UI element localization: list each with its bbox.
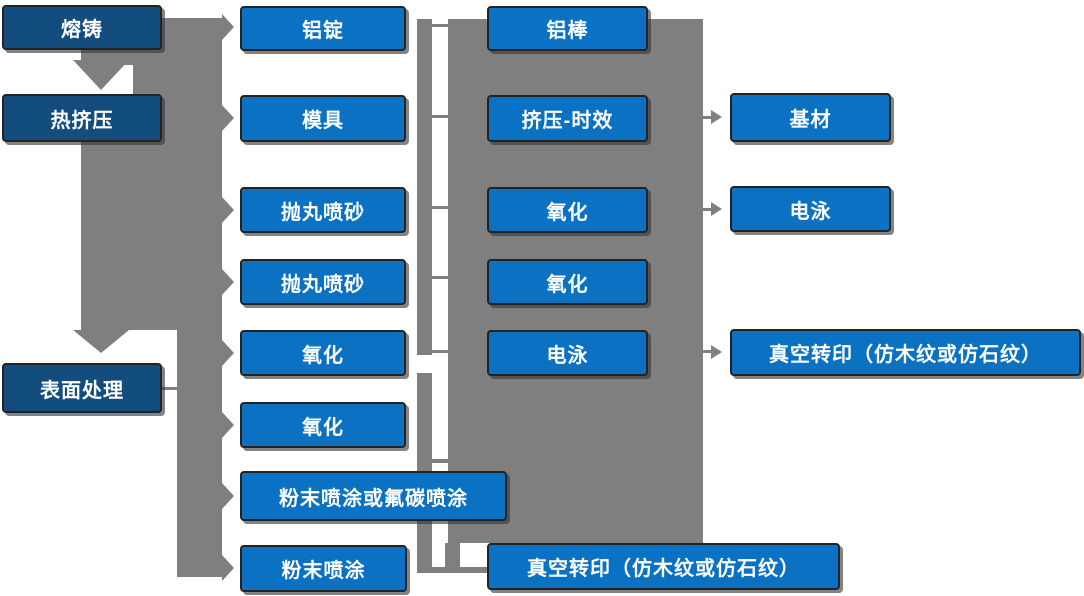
- connector-merge-bar-upper: [417, 19, 432, 355]
- node-aluminum-ingot: 铝锭: [240, 6, 406, 51]
- connector-thin-shaft: [703, 208, 712, 211]
- arrow-right-icon: [222, 340, 234, 366]
- arrow-right-icon: [222, 555, 234, 581]
- arrow-right-icon: [222, 412, 234, 438]
- node-shot-blasting-2: 抛丸喷砂: [240, 259, 406, 305]
- node-melting-casting: 熔铸: [2, 5, 162, 50]
- node-electrophoresis-2: 电泳: [730, 186, 891, 232]
- node-oxidation-2: 氧化: [240, 402, 406, 448]
- connector-trunk-link: [133, 62, 222, 98]
- connector-stub: [432, 115, 448, 118]
- connector-thin-shaft: [703, 116, 712, 119]
- connector-stub: [432, 459, 448, 463]
- node-vacuum-transfer-right: 真空转印（仿木纹或仿石纹）: [730, 329, 1081, 376]
- arrow-right-icon: [222, 105, 234, 131]
- connector-stub: [432, 206, 448, 209]
- connector-below-block: [445, 543, 460, 573]
- node-shot-blasting-1: 抛丸喷砂: [240, 187, 406, 233]
- arrow-right-icon: [222, 14, 234, 40]
- arrow-right-icon: [222, 197, 234, 223]
- arrow-down-icon: [73, 60, 129, 90]
- connector-stub: [432, 276, 448, 279]
- node-extrusion-aging: 挤压-时效: [487, 95, 648, 142]
- node-oxidation-3: 氧化: [487, 187, 648, 233]
- node-oxidation-1: 氧化: [240, 330, 406, 376]
- node-electrophoresis-1: 电泳: [487, 330, 648, 376]
- connector-surface-link: [162, 387, 177, 390]
- arrow-right-icon: [711, 202, 722, 216]
- node-mold: 模具: [240, 95, 406, 142]
- arrow-down-icon: [73, 330, 129, 353]
- arrow-right-icon: [222, 483, 234, 509]
- node-powder-coating: 粉末喷涂: [240, 545, 407, 592]
- node-aluminum-rod: 铝棒: [487, 6, 648, 51]
- node-vacuum-transfer-bottom: 真空转印（仿木纹或仿石纹）: [487, 543, 840, 590]
- arrow-right-icon: [711, 110, 722, 124]
- node-hot-extrusion: 热挤压: [2, 94, 162, 142]
- connector-stub: [432, 350, 448, 353]
- node-base-material: 基材: [730, 93, 891, 142]
- connector-stub: [432, 24, 448, 27]
- connector-thin-shaft: [703, 350, 712, 353]
- node-surface-treatment: 表面处理: [2, 363, 162, 413]
- arrow-right-icon: [222, 269, 234, 295]
- connector-left-bar: [177, 330, 222, 577]
- arrow-right-icon: [711, 345, 722, 359]
- node-powder-or-fluorocarbon: 粉末喷涂或氟碳喷涂: [240, 471, 507, 521]
- node-oxidation-4: 氧化: [487, 259, 648, 305]
